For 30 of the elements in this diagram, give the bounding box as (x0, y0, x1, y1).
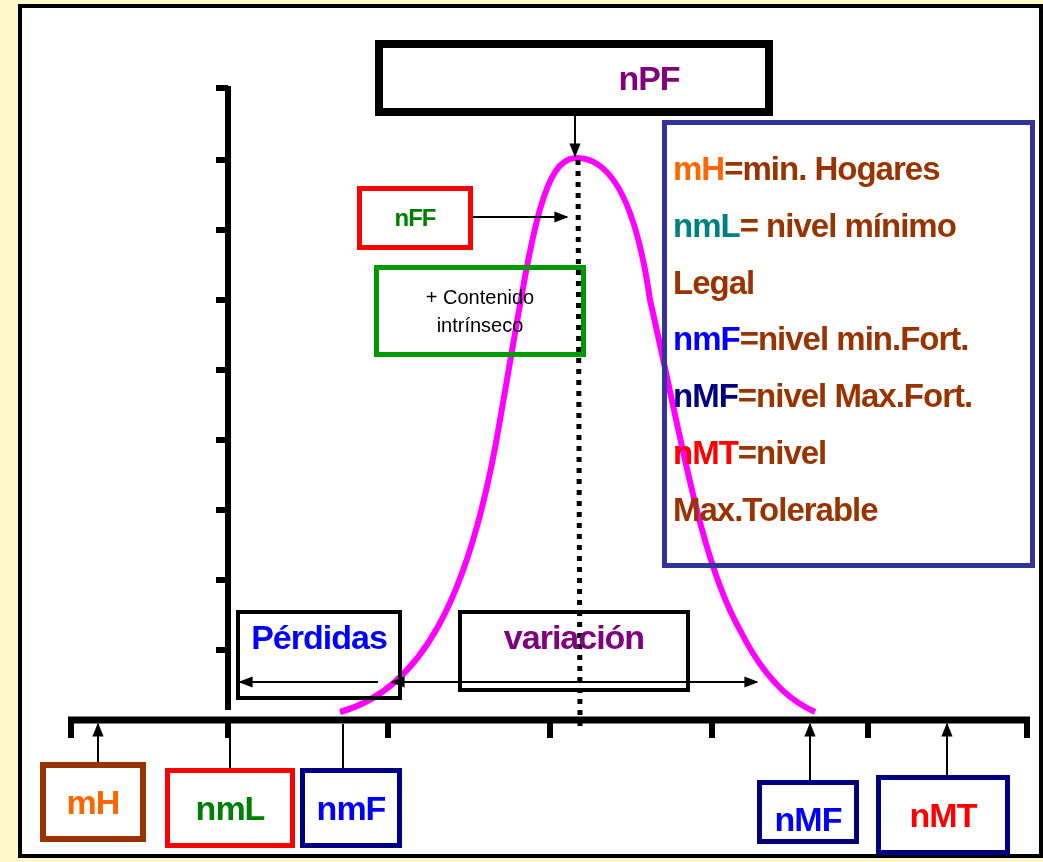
leader-line (342, 723, 344, 769)
arrow (472, 211, 569, 223)
label-text: nPF (618, 58, 680, 98)
arrow (569, 115, 581, 158)
label-box (236, 610, 402, 700)
label-text: variación (503, 618, 645, 657)
arrow (804, 722, 816, 781)
label-box (876, 775, 1010, 855)
label-box (375, 40, 773, 116)
label-box (300, 768, 402, 848)
label-text: nMF (774, 799, 842, 839)
label-text: Pérdidas (251, 618, 387, 657)
label-box (40, 762, 146, 842)
arrow (92, 722, 104, 763)
legend-text: nMF=nivel Max.Fort. (673, 376, 974, 416)
label-box (757, 780, 859, 844)
label-text: nFF (394, 204, 436, 232)
legend-box (662, 120, 1035, 568)
note-box (374, 265, 586, 357)
label-box (357, 186, 473, 250)
legend-text: mH=min. Hogares (673, 149, 941, 189)
legend-text: nmF=nivel min.Fort. (673, 319, 970, 360)
label-box (165, 768, 295, 848)
label-text: mH (66, 782, 120, 822)
label-text: nMT (909, 795, 977, 835)
label-box (458, 610, 690, 692)
label-text: nmF (316, 788, 386, 828)
arrow (941, 722, 953, 776)
legend-text: nmL= nivel mínimo Legal (673, 205, 957, 303)
label-text: nmL (195, 788, 265, 828)
